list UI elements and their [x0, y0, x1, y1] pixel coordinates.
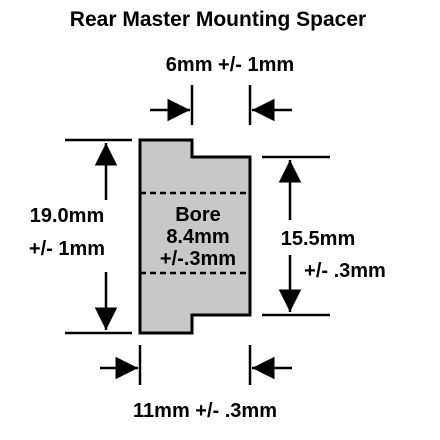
right-height-tolerance: +/- .3mm	[304, 260, 386, 282]
bore-tolerance: +/-.3mm	[160, 248, 236, 270]
diagram-title: Rear Master Mounting Spacer	[70, 8, 366, 31]
spacer-part	[138, 138, 252, 335]
bore-diameter: 8.4mm	[166, 226, 229, 248]
bottom-width-dimension	[100, 345, 292, 385]
bore-label: Bore	[175, 204, 221, 226]
right-height-value: 15.5mm	[281, 228, 356, 250]
left-height-dimension	[65, 138, 132, 335]
top-width-label: 6mm +/- 1mm	[166, 54, 294, 76]
left-height-value: 19.0mm	[30, 205, 105, 227]
left-height-tolerance: +/- 1mm	[29, 238, 105, 260]
right-height-dimension	[262, 155, 330, 317]
bottom-width-label: 11mm +/- .3mm	[133, 400, 277, 422]
top-width-dimension	[150, 85, 292, 125]
